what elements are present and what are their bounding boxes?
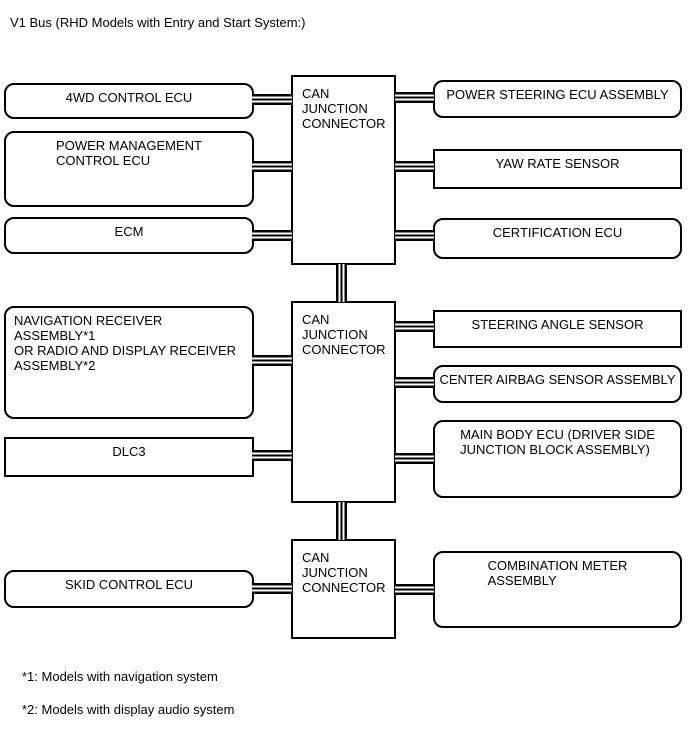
wire-junction-middle-to-steering-angle (395, 321, 434, 332)
junction-label: CAN JUNCTION CONNECTOR (302, 312, 386, 357)
node-label: 4WD CONTROL ECU (65, 90, 193, 105)
footnote-display-audio-system: *2: Models with display audio system (22, 702, 235, 717)
node-label: DLC3 (112, 444, 146, 459)
node-label: NAVIGATION RECEIVER ASSEMBLY*1 OR RADIO … (14, 313, 237, 373)
junction-label: CAN JUNCTION CONNECTOR (302, 550, 386, 595)
wire-skid-control-to-junction-bottom (252, 583, 292, 594)
node-label: POWER MANAGEMENT CONTROL ECU (56, 138, 202, 168)
node-combination-meter-assembly: COMBINATION METER ASSEMBLY (433, 551, 682, 628)
node-power-steering-ecu-assembly: POWER STEERING ECU ASSEMBLY (433, 80, 682, 118)
can-junction-connector-middle: CAN JUNCTION CONNECTOR (291, 301, 396, 503)
wire-dlc3-to-junction-middle (252, 450, 292, 461)
node-yaw-rate-sensor: YAW RATE SENSOR (433, 149, 682, 189)
node-navigation-receiver-assembly: NAVIGATION RECEIVER ASSEMBLY*1 OR RADIO … (4, 306, 254, 419)
node-label: POWER STEERING ECU ASSEMBLY (446, 87, 669, 102)
wire-junction-middle-to-center-airbag (395, 377, 434, 388)
wire-junction-middle-to-main-body (395, 453, 434, 464)
node-main-body-ecu: MAIN BODY ECU (DRIVER SIDE JUNCTION BLOC… (433, 420, 682, 498)
wire-4wd-to-junction-top (252, 94, 292, 105)
node-ecm: ECM (4, 217, 254, 254)
junction-label: CAN JUNCTION CONNECTOR (302, 86, 386, 131)
node-label: CERTIFICATION ECU (492, 225, 623, 240)
can-junction-connector-bottom: CAN JUNCTION CONNECTOR (291, 539, 396, 639)
wire-junction-bottom-to-combination-meter (395, 584, 434, 595)
wire-junction-top-to-certification (395, 230, 434, 241)
node-label: MAIN BODY ECU (DRIVER SIDE JUNCTION BLOC… (460, 427, 655, 457)
node-center-airbag-sensor-assembly: CENTER AIRBAG SENSOR ASSEMBLY (433, 365, 682, 403)
node-power-management-control-ecu: POWER MANAGEMENT CONTROL ECU (4, 131, 254, 207)
wire-junction-top-to-yaw-rate (395, 161, 434, 172)
wire-junction-top-to-junction-middle (336, 264, 347, 302)
wire-junction-middle-to-junction-bottom (336, 502, 347, 540)
footnote-navigation-system: *1: Models with navigation system (22, 669, 218, 684)
node-dlc3: DLC3 (4, 437, 254, 477)
node-certification-ecu: CERTIFICATION ECU (433, 218, 682, 259)
node-label: CENTER AIRBAG SENSOR ASSEMBLY (439, 372, 676, 387)
wire-ecm-to-junction-top (252, 230, 292, 241)
node-label: STEERING ANGLE SENSOR (471, 317, 644, 332)
wire-navigation-to-junction-middle (252, 355, 292, 366)
wire-power-management-to-junction-top (252, 161, 292, 172)
node-label: ECM (114, 224, 144, 239)
node-label: YAW RATE SENSOR (495, 156, 620, 171)
node-label: COMBINATION METER ASSEMBLY (487, 558, 628, 588)
node-4wd-control-ecu: 4WD CONTROL ECU (4, 83, 254, 119)
node-steering-angle-sensor: STEERING ANGLE SENSOR (433, 310, 682, 348)
node-skid-control-ecu: SKID CONTROL ECU (4, 570, 254, 608)
can-junction-connector-top: CAN JUNCTION CONNECTOR (291, 75, 396, 265)
diagram-title: V1 Bus (RHD Models with Entry and Start … (10, 15, 306, 30)
node-label: SKID CONTROL ECU (64, 577, 194, 592)
wire-junction-top-to-power-steering (395, 92, 434, 103)
